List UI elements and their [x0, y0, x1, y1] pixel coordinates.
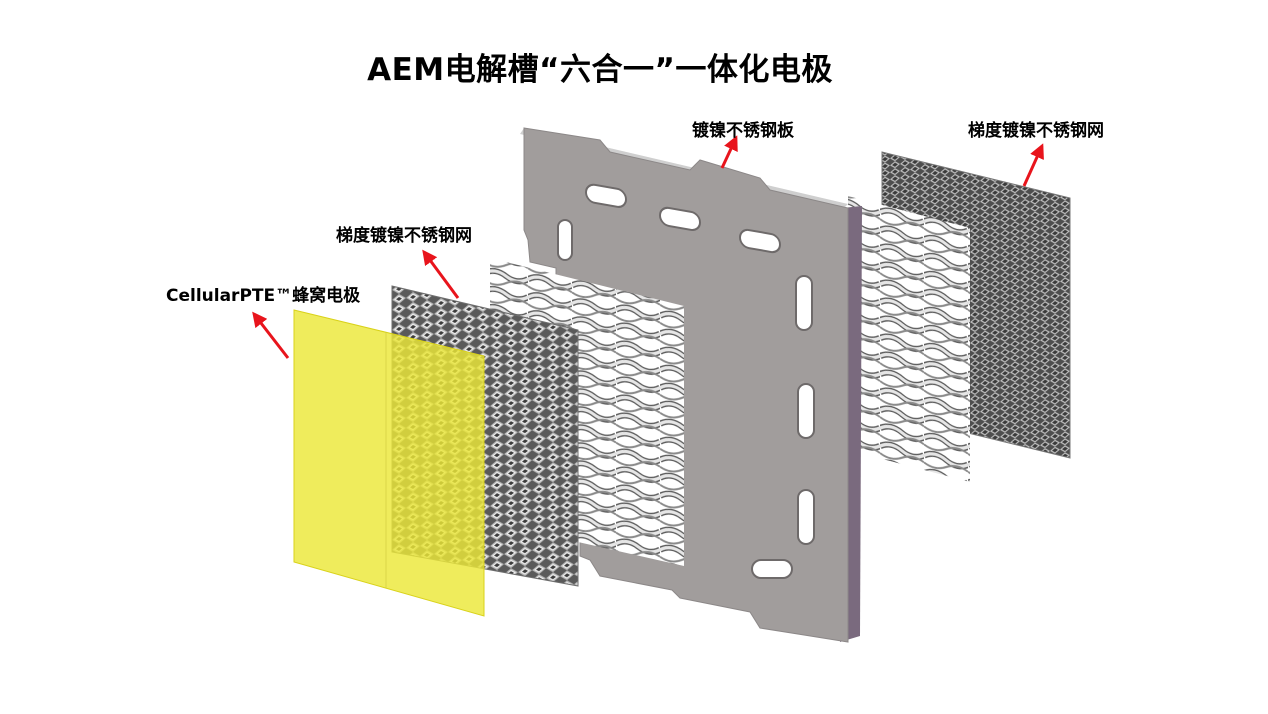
label-left-gradient-mesh: 梯度镀镍不锈钢网: [336, 226, 472, 246]
cellular-pte-electrode: [293, 309, 485, 617]
callout-arrows: [252, 135, 1044, 359]
right-wave-mesh: [848, 196, 970, 482]
arrow-plate: [720, 135, 738, 169]
label-nickel-plated-steel-plate: 镀镍不锈钢板: [692, 121, 794, 141]
label-right-gradient-mesh: 梯度镀镍不锈钢网: [968, 121, 1104, 141]
label-cellular-pte-electrode: CellularPTE™蜂窝电极: [166, 286, 361, 306]
arrow-mesh-left: [422, 249, 460, 299]
arrow-mesh-right: [1022, 143, 1044, 187]
arrow-electrode: [252, 311, 290, 359]
diagram-title: AEM电解槽“六合一”一体化电极: [367, 52, 833, 88]
